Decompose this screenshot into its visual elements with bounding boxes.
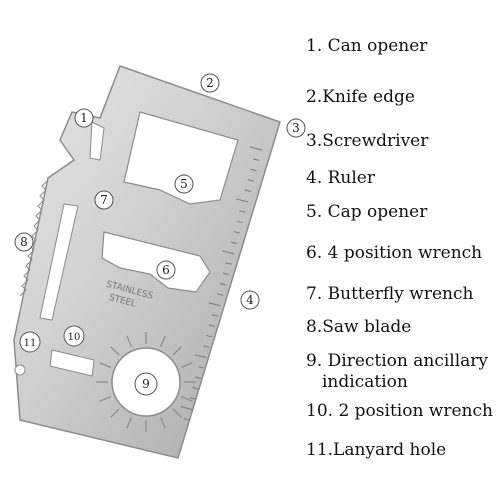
ruler-tick: [225, 262, 232, 265]
callout-2: 2: [200, 73, 220, 93]
callout-4: 4: [240, 290, 260, 310]
ruler-tick: [189, 397, 196, 400]
direction-ray: [110, 408, 120, 418]
direction-ray: [159, 416, 166, 429]
ruler-tick: [206, 334, 213, 338]
ruler-tick: [244, 189, 252, 193]
callout-10: 10: [63, 325, 85, 347]
direction-ray: [159, 335, 166, 348]
direction-ray: [126, 416, 133, 429]
cap-opener-cutout: [123, 111, 239, 205]
svg-text:3: 3: [292, 121, 300, 135]
svg-text:2: 2: [206, 76, 214, 90]
ruler-tick: [249, 146, 263, 151]
callout-9: 9: [134, 372, 158, 396]
ruler-tick: [203, 345, 210, 348]
svg-text:10: 10: [68, 332, 81, 343]
callout-6: 6: [156, 260, 176, 280]
direction-ray: [126, 335, 133, 348]
ruler-tick: [253, 158, 260, 161]
direction-ray: [110, 346, 120, 356]
ruler-tick: [239, 210, 246, 213]
svg-text:4: 4: [246, 293, 254, 307]
direction-ray: [172, 346, 182, 356]
callout-11: 11: [19, 331, 41, 353]
ruler-tick: [197, 366, 204, 369]
ruler-tick: [208, 324, 216, 328]
callout-8: 8: [14, 232, 34, 252]
ruler-tick: [247, 179, 254, 182]
svg-text:7: 7: [100, 193, 108, 207]
ruler-tick: [194, 376, 202, 379]
svg-text:11: 11: [24, 338, 37, 349]
callout-3: 3: [286, 118, 306, 138]
svg-text:8: 8: [20, 235, 28, 249]
saw-teeth: [19, 179, 49, 297]
direction-rays: [96, 332, 196, 432]
callout-5: 5: [174, 174, 194, 194]
svg-text:9: 9: [142, 377, 150, 391]
direction-ray: [180, 395, 193, 402]
svg-text:6: 6: [162, 263, 170, 277]
four-position-wrench-cutout: [101, 231, 211, 293]
ruler-tick: [208, 302, 221, 307]
ruler-tick: [250, 168, 257, 172]
ruler-tick: [211, 314, 218, 317]
ruler-tick: [236, 220, 243, 224]
ruler-tick: [180, 406, 193, 411]
direction-ray: [99, 395, 112, 402]
can-opener-notch: [89, 121, 105, 161]
ruler-tick: [233, 231, 240, 234]
lanyard-hole: [14, 364, 26, 376]
ruler-tick: [236, 198, 249, 203]
butterfly-wrench-slot: [39, 203, 79, 321]
ruler-tick: [183, 418, 191, 421]
ruler-tick: [230, 241, 238, 244]
ruler-tick: [194, 354, 207, 359]
ruler-ticks: [180, 146, 263, 421]
svg-text:1: 1: [80, 111, 88, 125]
direction-ray: [172, 408, 182, 418]
callout-1: 1: [74, 108, 94, 128]
callout-7: 7: [94, 190, 114, 210]
direction-ray: [180, 362, 193, 369]
ruler-tick: [217, 293, 224, 296]
ruler-tick: [222, 250, 235, 255]
direction-ray: [99, 362, 112, 369]
two-position-wrench-cutout: [49, 349, 95, 377]
ruler-tick: [192, 386, 199, 390]
svg-text:5: 5: [180, 177, 188, 191]
ruler-tick: [222, 272, 229, 276]
ruler-tick: [219, 283, 227, 286]
